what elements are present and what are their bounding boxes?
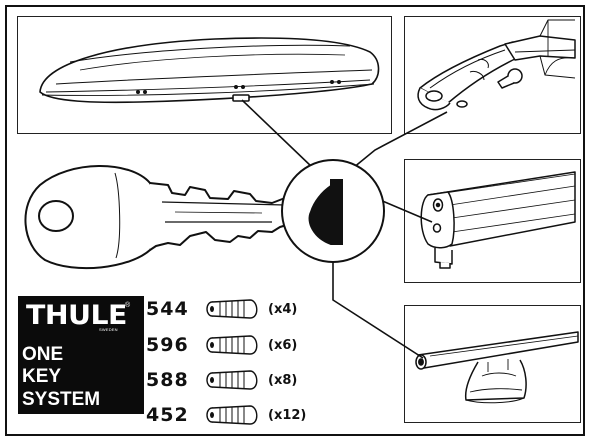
bike-carrier-illustration: [417, 19, 576, 111]
cylinder-quantity: (x6): [268, 337, 298, 353]
bar-end-cap-illustration: [420, 171, 576, 269]
tagline-one: ONE: [22, 344, 64, 365]
lock-cylinder-icon: [206, 405, 258, 425]
cylinder-row: 452 (x12): [146, 404, 306, 426]
lock-cylinder-icon: [206, 370, 258, 390]
tagline-key: KEY: [22, 366, 62, 387]
roof-bar-foot-illustration: [415, 331, 579, 404]
cylinder-quantity: (x4): [268, 301, 298, 317]
lock-cylinder-icon: [206, 335, 258, 355]
bike-carrier-panel: [404, 16, 581, 134]
registered-mark: ®: [125, 302, 131, 309]
cylinder-row: 544 (x4): [146, 298, 297, 320]
cylinder-row: 588 (x8): [146, 369, 297, 391]
cylinder-code: 588: [146, 369, 189, 391]
lock-cylinder-icon: [206, 299, 258, 319]
thule-logo: THULE ® SWEDEN ONE KEY SYSTEM: [18, 296, 144, 414]
cylinder-quantity: (x8): [268, 372, 298, 388]
cylinder-code: 596: [146, 334, 189, 356]
leader-lines: [241, 99, 448, 359]
brand-country: SWEDEN: [99, 327, 118, 332]
cylinder-code: 544: [146, 298, 189, 320]
leader-line-roof-bar-foot: [332, 261, 424, 359]
cylinder-quantity: (x12): [268, 407, 307, 423]
leader-line-bar-end-cap: [379, 199, 433, 223]
cylinder-row: 596 (x6): [146, 334, 297, 356]
leader-line-bike-carrier: [352, 111, 448, 169]
cylinder-code: 452: [146, 404, 189, 426]
lock-face-illustration: [281, 159, 385, 263]
tagline-system: SYSTEM: [22, 389, 101, 410]
brand-name: THULE: [26, 300, 127, 331]
key-illustration: [24, 165, 301, 270]
leader-line-roof-box: [241, 99, 314, 169]
roof-box-illustration: [39, 37, 380, 104]
